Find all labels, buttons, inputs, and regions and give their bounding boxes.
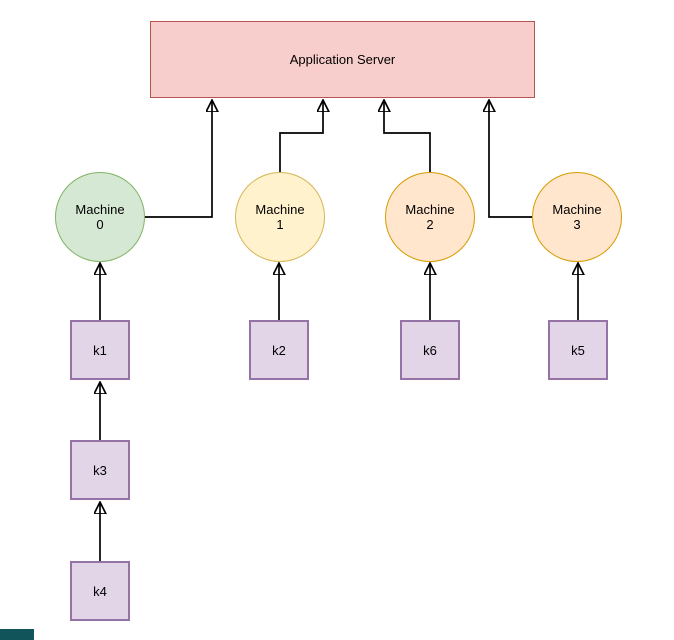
key-node-k1: k1 bbox=[70, 320, 130, 380]
application-server-node: Application Server bbox=[150, 21, 535, 98]
machine-2-node: Machine 2 bbox=[385, 172, 475, 262]
key-node-k3: k3 bbox=[70, 440, 130, 500]
key-node-k5: k5 bbox=[548, 320, 608, 380]
key-k4-label: k4 bbox=[93, 583, 107, 599]
key-k2-label: k2 bbox=[272, 342, 286, 358]
machine-3-label: Machine 3 bbox=[552, 202, 602, 232]
edge-machine-0-server bbox=[145, 100, 212, 218]
key-k3-label: k3 bbox=[93, 462, 107, 478]
machine-0-label: Machine 0 bbox=[75, 202, 125, 232]
key-node-k6: k6 bbox=[400, 320, 460, 380]
application-server-label: Application Server bbox=[289, 52, 396, 67]
key-node-k2: k2 bbox=[249, 320, 309, 380]
corner-badge bbox=[0, 629, 34, 640]
machine-1-node: Machine 1 bbox=[235, 172, 325, 262]
machine-3-node: Machine 3 bbox=[532, 172, 622, 262]
key-k1-label: k1 bbox=[93, 342, 107, 358]
machine-0-node: Machine 0 bbox=[55, 172, 145, 262]
edge-machine-1-server bbox=[279, 100, 323, 173]
key-k5-label: k5 bbox=[571, 342, 585, 358]
key-node-k4: k4 bbox=[70, 561, 130, 621]
key-k6-label: k6 bbox=[423, 342, 437, 358]
machine-2-label: Machine 2 bbox=[405, 202, 455, 232]
machine-1-label: Machine 1 bbox=[255, 202, 305, 232]
edge-machine-2-server bbox=[384, 100, 431, 173]
edge-machine-3-server bbox=[489, 100, 532, 218]
